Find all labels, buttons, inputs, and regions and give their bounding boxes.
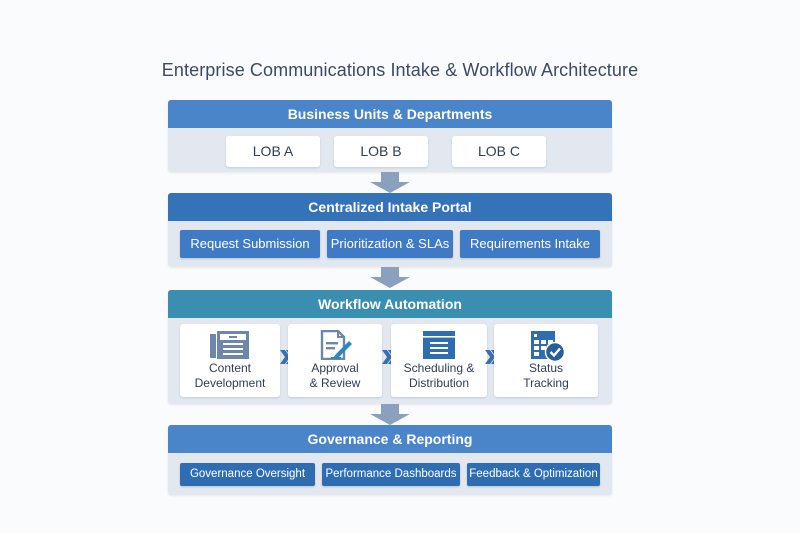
governance-reporting-section: Governance & Reporting Governance Oversi… — [168, 425, 612, 495]
lob-b-box[interactable]: LOB B — [334, 136, 428, 167]
step-label-line1: Approval — [311, 361, 359, 375]
governance-reporting-header: Governance & Reporting — [168, 425, 612, 453]
performance-dashboards-button[interactable]: Performance Dashboards — [322, 463, 460, 486]
business-units-header: Business Units & Departments — [168, 100, 612, 128]
workflow-step-approval-review[interactable]: Approval & Review — [288, 324, 382, 397]
step-label-line1: Content — [208, 361, 252, 375]
down-arrow-icon — [370, 172, 410, 193]
workflow-automation-header: Workflow Automation — [168, 290, 612, 318]
workflow-step-content-development[interactable]: Content Development — [180, 324, 280, 397]
step-label-line2: Tracking — [523, 376, 569, 390]
document-layout-icon — [210, 331, 249, 359]
request-submission-button[interactable]: Request Submission — [180, 230, 320, 258]
prioritization-slas-button[interactable]: Prioritization & SLAs — [327, 230, 453, 258]
workflow-step-status-tracking[interactable]: Status Tracking — [494, 324, 598, 397]
step-label-line1: Scheduling & — [403, 361, 475, 375]
document-pen-icon — [320, 330, 352, 360]
step-label-line1: Status — [528, 361, 564, 375]
governance-oversight-button[interactable]: Governance Oversight — [180, 463, 315, 486]
workflow-automation-section: Workflow Automation Content Development — [168, 290, 612, 404]
calendar-check-icon — [531, 331, 566, 362]
window-list-icon — [423, 331, 455, 359]
intake-portal-section: Centralized Intake Portal Request Submis… — [168, 193, 612, 267]
step-label-line2: Distribution — [408, 376, 470, 390]
requirements-intake-button[interactable]: Requirements Intake — [460, 230, 600, 258]
business-units-section: Business Units & Departments LOB A LOB B… — [168, 100, 612, 172]
workflow-step-scheduling-distribution[interactable]: Scheduling & Distribution — [391, 324, 487, 397]
down-arrow-icon — [370, 404, 410, 425]
lob-a-box[interactable]: LOB A — [226, 136, 320, 167]
diagram-title: Enterprise Communications Intake & Workf… — [161, 60, 639, 80]
down-arrow-icon — [370, 267, 410, 288]
step-label-line2: Development — [194, 376, 266, 390]
intake-portal-header: Centralized Intake Portal — [168, 193, 612, 221]
step-label-line2: & Review — [309, 376, 361, 390]
feedback-optimization-button[interactable]: Feedback & Optimization — [467, 463, 600, 486]
lob-c-box[interactable]: LOB C — [452, 136, 546, 167]
